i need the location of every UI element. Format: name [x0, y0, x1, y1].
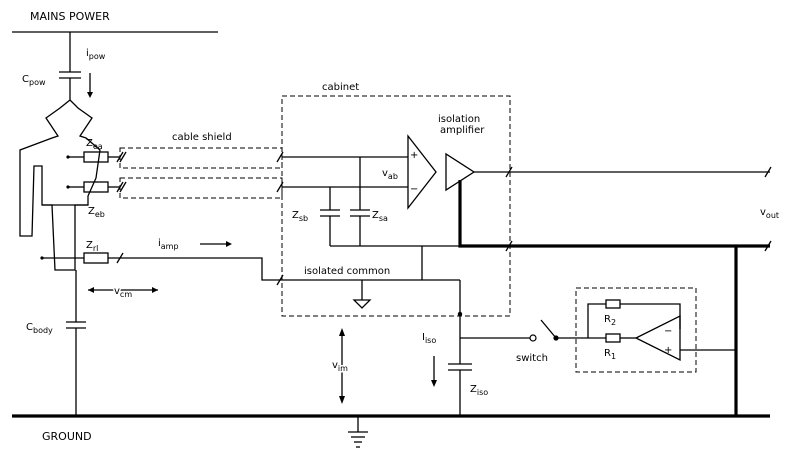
- ziso-label: Ziso: [470, 384, 488, 397]
- iamp-label: iamp: [158, 238, 179, 251]
- switch-blade: [540, 319, 557, 339]
- mains-power-label: MAINS POWER: [30, 10, 110, 23]
- switch-terminal: [529, 334, 537, 342]
- ipow-arrow-head: [87, 92, 93, 98]
- ipow-label: ipow: [86, 48, 106, 61]
- conn-a3: [276, 151, 284, 163]
- iamp-arrow-head: [226, 241, 232, 247]
- vim-label: vim: [332, 360, 348, 373]
- iiso-label: Iiso: [422, 332, 436, 345]
- out-conn-2: [764, 166, 772, 178]
- oc-conn-2: [764, 240, 772, 252]
- oc-conn-1: [505, 240, 513, 252]
- zsa-label: Zsa: [372, 210, 388, 223]
- opamp-plus: +: [664, 345, 672, 356]
- ground-label: GROUND: [42, 430, 92, 443]
- cabinet-label: cabinet: [322, 82, 359, 93]
- zea-resistor: [83, 151, 109, 163]
- zrl-label: Zrl: [86, 240, 98, 253]
- amp-plus: +: [410, 150, 418, 161]
- isolation-amp-input: [407, 134, 437, 210]
- vim-arrow-down: [339, 396, 345, 404]
- vout-label: vout: [760, 207, 779, 220]
- iso-amp-label-2: amplifier: [440, 125, 485, 136]
- opamp-minus: −: [664, 326, 672, 337]
- vab-label: vab: [382, 168, 398, 181]
- zsb-label: Zsb: [292, 210, 308, 223]
- vim-arrow-up: [339, 328, 345, 336]
- body-outline: [19, 99, 101, 271]
- conn-rl1: [116, 252, 124, 264]
- internal-ground-symbol: [352, 299, 372, 309]
- r2-label: R2: [604, 314, 616, 327]
- cable-shield-label: cable shield: [172, 132, 232, 143]
- out-conn-1: [505, 166, 513, 178]
- zrl-resistor: [83, 252, 109, 264]
- cable-shield-b: [119, 177, 283, 199]
- vcm-label: vcm: [114, 286, 132, 299]
- zeb-label: Zeb: [88, 206, 105, 219]
- zeb-resistor: [83, 181, 109, 193]
- conn-b3: [276, 181, 284, 193]
- conn-a1: [116, 151, 124, 163]
- iso-amp-label-1: isolation: [438, 114, 480, 125]
- vcm-arrow-left: [88, 287, 94, 293]
- cbody-label: Cbody: [26, 322, 53, 335]
- isolated-common-wire: [108, 257, 460, 281]
- r2-resistor: [605, 299, 621, 309]
- opamp-box: [575, 287, 697, 373]
- amp-minus: −: [410, 184, 418, 195]
- vcm-arrow-right: [152, 287, 158, 293]
- r1-label: R1: [604, 348, 616, 361]
- cpow-label: Cpow: [22, 74, 46, 87]
- output-common-thick: [458, 180, 770, 248]
- vim-label-bg: vim: [332, 360, 348, 373]
- iiso-arrow-head: [431, 380, 437, 387]
- cabinet-box: [281, 95, 511, 317]
- cable-shield-a: [119, 147, 283, 169]
- isolated-common-label: isolated common: [304, 266, 390, 277]
- vcm-label-bg: vcm: [114, 286, 132, 299]
- conn-b1: [116, 181, 124, 193]
- r2-feed-wire: [587, 303, 606, 338]
- conn-b2: [119, 181, 127, 193]
- conn-a2: [119, 151, 127, 163]
- iso-junction: [457, 311, 463, 317]
- conn-rl2: [276, 274, 284, 286]
- switch-label: switch: [516, 353, 548, 364]
- opamp-triangle: [634, 314, 681, 362]
- r1-resistor: [605, 333, 621, 343]
- zea-label: Zea: [86, 138, 103, 151]
